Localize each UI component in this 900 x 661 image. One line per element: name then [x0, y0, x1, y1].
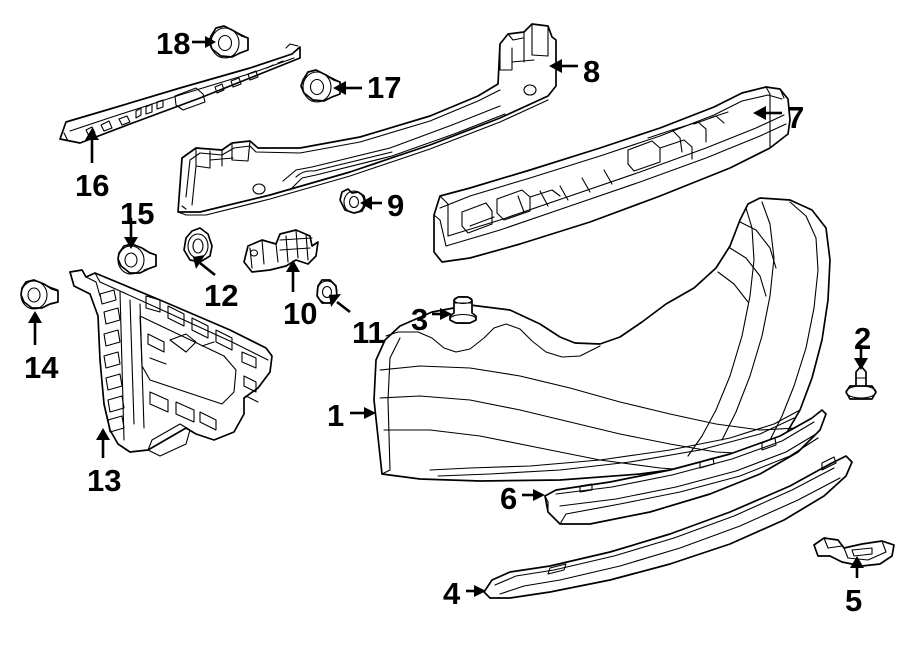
- leader-18: [192, 36, 216, 48]
- leader-7: [753, 106, 782, 120]
- leader-2: [854, 345, 868, 370]
- leader-14: [28, 311, 42, 345]
- callout-number-2[interactable]: 2: [854, 321, 872, 356]
- part-bumper-side-bracket[interactable]: [69, 269, 273, 457]
- part-spoiler-bracket[interactable]: [813, 537, 895, 567]
- callout-number-3[interactable]: 3: [411, 302, 429, 337]
- part-impact-bar-reinforcement[interactable]: [177, 23, 557, 216]
- leader-17: [333, 81, 362, 95]
- part-impact-bar-bolt[interactable]: [300, 69, 341, 103]
- callout-number-11[interactable]: 11: [352, 315, 385, 350]
- part-side-retainer-bracket[interactable]: [243, 229, 319, 273]
- callout-number-7[interactable]: 7: [787, 100, 805, 135]
- leader-15: [124, 218, 138, 249]
- callout-number-4[interactable]: 4: [443, 576, 461, 611]
- callout-number-17[interactable]: 17: [367, 70, 402, 105]
- callout-number-10[interactable]: 10: [283, 296, 318, 331]
- callout-number-8[interactable]: 8: [583, 54, 601, 89]
- leader-4: [466, 585, 486, 597]
- leader-6: [522, 489, 545, 501]
- callout-number-16[interactable]: 16: [75, 168, 110, 203]
- leader-9: [360, 196, 382, 210]
- leader-8: [549, 59, 578, 73]
- callout-number-1[interactable]: 1: [327, 398, 345, 433]
- part-retainer-clip-small[interactable]: [339, 188, 367, 214]
- leader-13: [96, 428, 110, 458]
- part-lower-valance-spoiler[interactable]: [483, 455, 853, 599]
- callout-number-14[interactable]: 14: [24, 350, 59, 385]
- part-reinforcement-bolt[interactable]: [117, 243, 157, 275]
- part-upper-reinforcement-bar[interactable]: [59, 43, 301, 144]
- part-push-pin-retainer[interactable]: [845, 365, 877, 400]
- part-rear-bumper-cover[interactable]: [373, 197, 831, 482]
- leader-16: [85, 128, 99, 163]
- part-energy-absorber[interactable]: [433, 86, 791, 263]
- callout-number-12[interactable]: 12: [204, 278, 239, 313]
- callout-number-13[interactable]: 13: [87, 463, 122, 498]
- callout-number-6[interactable]: 6: [500, 481, 518, 516]
- leader-3: [432, 308, 452, 320]
- part-bumper-stud-spacer[interactable]: [449, 295, 477, 325]
- callout-number-15[interactable]: 15: [120, 196, 155, 231]
- part-bracket-push-clip[interactable]: [20, 279, 59, 310]
- leader-11: [329, 294, 351, 314]
- leader-10: [286, 260, 300, 292]
- leader-5: [850, 556, 864, 578]
- callout-number-18[interactable]: 18: [156, 26, 191, 61]
- part-lower-valance-trim[interactable]: [544, 409, 827, 525]
- leader-12: [193, 255, 216, 277]
- callout-number-5[interactable]: 5: [845, 583, 863, 618]
- part-reinforcement-bolt-upper[interactable]: [208, 25, 249, 59]
- leader-1: [350, 407, 376, 419]
- callout-number-9[interactable]: 9: [387, 188, 405, 223]
